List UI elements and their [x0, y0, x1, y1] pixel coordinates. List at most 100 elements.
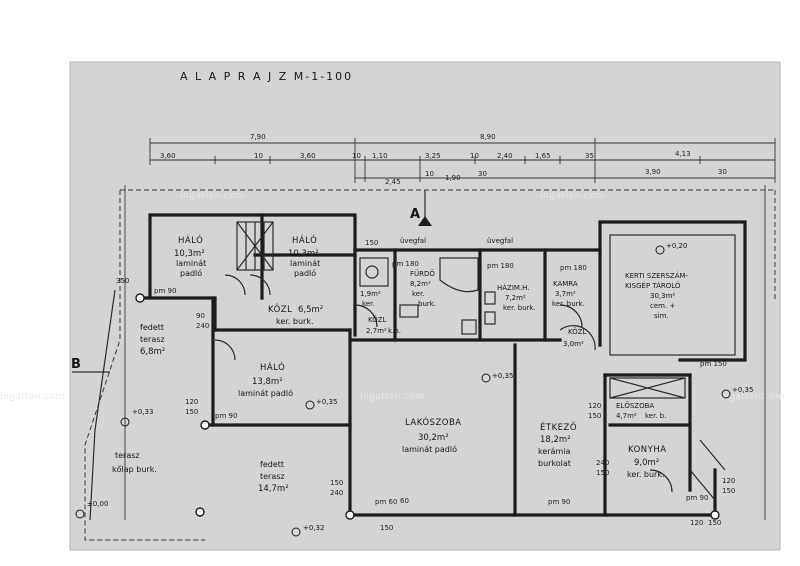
dim-side: 150	[588, 412, 601, 420]
svg-text:6,8m²: 6,8m²	[140, 347, 165, 357]
svg-text:ker. burk.: ker. burk.	[627, 470, 665, 479]
kitchen-counter	[609, 377, 686, 399]
dim-mid: 3,90	[645, 168, 661, 176]
room-label-furdo: FÜRDŐ 8,2m² ker. burk.	[410, 269, 436, 308]
svg-text:2,7m²: 2,7m²	[366, 327, 387, 335]
dim-side: 150	[365, 239, 378, 247]
room-label-terasz: terasz kőlap burk.	[112, 451, 157, 474]
door-size: pm 180	[560, 264, 587, 272]
svg-text:10,3m²: 10,3m²	[288, 249, 319, 259]
watermark: ingatlan.com	[0, 392, 65, 402]
dim-mid: 30	[718, 168, 727, 176]
room-label-halo-1: HÁLÓ 10,3m² laminát padló	[174, 234, 206, 278]
door-swings	[214, 274, 726, 501]
dim-side: 240	[330, 489, 343, 497]
room-label-halo-3: HÁLÓ 13,8m² laminát padló	[238, 361, 293, 398]
svg-text:cem. +: cem. +	[650, 302, 675, 310]
dim-side: 150	[330, 479, 343, 487]
svg-text:FÜRDŐ: FÜRDŐ	[410, 269, 435, 278]
room-label-fedett-terasz-2: fedett terasz 14,7m²	[258, 460, 289, 494]
dim-side: 240	[596, 459, 609, 467]
svg-text:3,7m²: 3,7m²	[555, 290, 576, 298]
level-markers	[75, 245, 731, 537]
level-label: ±0,00	[87, 500, 108, 508]
section-marker-a: A	[410, 190, 432, 226]
svg-text:9,0m²: 9,0m²	[634, 458, 659, 468]
columns	[135, 293, 720, 520]
svg-text:terasz: terasz	[260, 472, 285, 481]
dim-mid: 10	[254, 152, 263, 160]
room-label-kamra: KAMRA 3,7m² ker. burk.	[552, 280, 585, 308]
dim-side: 240	[196, 322, 209, 330]
svg-text:kerámia: kerámia	[538, 447, 570, 456]
dim-low: 1,90	[445, 174, 461, 182]
watermark: ingatlan.com	[360, 392, 425, 402]
svg-text:kőlap burk.: kőlap burk.	[112, 465, 157, 474]
level-label: +0,20	[666, 242, 687, 250]
svg-text:HÁLÓ: HÁLÓ	[260, 361, 285, 373]
dim-low: 2,45	[385, 178, 401, 186]
room-label-kozl-2: KÖZL 2,7m² k.b.	[366, 315, 401, 335]
section-b-label: B	[71, 357, 81, 372]
svg-text:KÖZL: KÖZL	[368, 315, 387, 324]
terrace-outline	[84, 190, 205, 541]
level-label: +0,35	[732, 386, 753, 394]
room-label-wc: 1,9m² ker.	[360, 290, 381, 308]
dim-side: 150	[596, 469, 609, 477]
door-size: pm 90	[686, 494, 708, 502]
dim-side: 350	[116, 277, 129, 285]
svg-text:terasz: terasz	[115, 451, 140, 460]
door-size: pm 90	[548, 498, 570, 506]
svg-text:18,2m²: 18,2m²	[540, 435, 571, 445]
dim-mid: 1,10	[372, 152, 388, 160]
watermark: ingatlan.com	[720, 392, 785, 402]
svg-text:ker. burk.: ker. burk.	[276, 317, 314, 326]
dim-side: 150	[185, 408, 198, 416]
room-label-halo-2: HÁLÓ 10,3m² laminát padló	[288, 234, 320, 278]
dim-mid: 1,65	[535, 152, 551, 160]
dim-side: 120	[722, 477, 735, 485]
door-size: pm 180	[392, 260, 419, 268]
svg-text:ker.: ker.	[362, 300, 375, 308]
svg-text:LAKÓSZOBA: LAKÓSZOBA	[405, 416, 462, 428]
door-size: pm 60	[375, 498, 397, 506]
svg-text:4,7m²: 4,7m²	[616, 412, 637, 420]
svg-text:KAMRA: KAMRA	[553, 280, 578, 288]
dim-side: 150	[708, 519, 721, 527]
dim-side: 90	[196, 312, 205, 320]
svg-text:HÁLÓ: HÁLÓ	[178, 234, 203, 246]
dim-top-2: 8,90	[480, 133, 496, 141]
svg-text:14,7m²: 14,7m²	[258, 484, 289, 494]
dim-top-3: 4,13	[675, 150, 691, 158]
svg-text:ELŐSZOBA: ELŐSZOBA	[616, 401, 654, 410]
svg-text:laminát padló: laminát padló	[238, 388, 293, 398]
plan-title: A L A P R A J Z M-1-100	[180, 70, 353, 83]
svg-text:laminát: laminát	[176, 259, 206, 268]
room-label-lakoszoba: LAKÓSZOBA 30,2m² laminát padló	[402, 416, 462, 454]
dim-mid: 3,60	[300, 152, 316, 160]
svg-text:KERTI SZERSZÁM-: KERTI SZERSZÁM-	[625, 271, 689, 280]
dim-side: 120	[690, 519, 703, 527]
svg-text:KÖZL: KÖZL	[268, 304, 292, 315]
dim-mid: 3,60	[160, 152, 176, 160]
svg-text:fedett: fedett	[140, 323, 164, 332]
svg-text:30,3m²: 30,3m²	[650, 292, 675, 300]
door-size: pm 90	[215, 412, 237, 420]
dim-mid: 2,40	[497, 152, 513, 160]
dim-top-1: 7,90	[250, 133, 266, 141]
svg-text:burk.: burk.	[418, 300, 436, 308]
room-label-kozl-1: KÖZL 6,5m² ker. burk.	[268, 304, 323, 326]
svg-text:laminát padló: laminát padló	[402, 444, 457, 454]
svg-text:ker. burk.: ker. burk.	[552, 300, 585, 308]
dim-side: 120	[185, 398, 198, 406]
watermark: ingatlan.com	[540, 191, 605, 201]
svg-text:k.b.: k.b.	[388, 327, 401, 335]
dim-side: 60	[400, 497, 409, 505]
svg-text:30,2m²: 30,2m²	[418, 433, 449, 443]
bathroom-fixtures	[359, 257, 496, 335]
room-label-kozl-3: KÖZL 3,0m²	[563, 327, 587, 348]
svg-text:7,2m²: 7,2m²	[505, 294, 526, 302]
room-label-konyha: KONYHA 9,0m² ker. burk.	[627, 445, 666, 479]
